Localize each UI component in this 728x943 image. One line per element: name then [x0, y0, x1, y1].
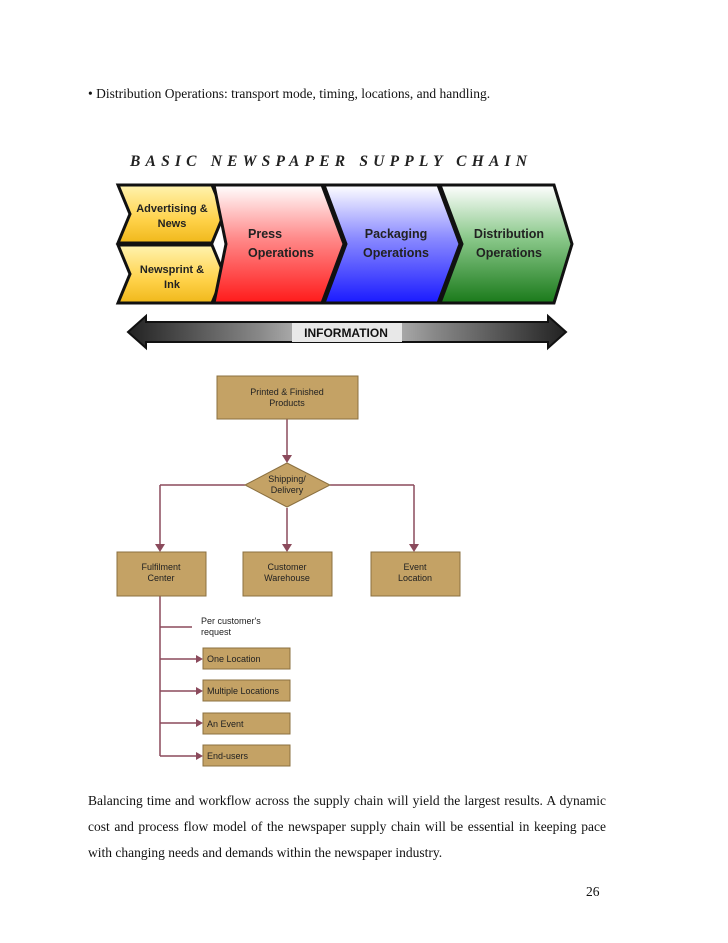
- supply-chain-title: BASIC NEWSPAPER SUPPLY CHAIN: [129, 153, 532, 170]
- shipping-delivery-diamond: [243, 462, 332, 508]
- decision-line1: Shipping/: [268, 474, 306, 484]
- stage-packaging-line1: Packaging: [365, 227, 428, 241]
- decision-line2: Delivery: [271, 485, 304, 495]
- option-3-label: An Event: [207, 719, 244, 729]
- input-1-line2: News: [158, 218, 187, 230]
- intro-bullet: • Distribution Operations: transport mod…: [88, 86, 491, 101]
- option-multiple-locations-box: [202, 679, 291, 702]
- press-operations-chevron: [212, 183, 346, 305]
- page-number: 26: [586, 884, 600, 899]
- dest-1-line1: Fulfilment: [141, 562, 181, 572]
- option-4-label: End-users: [207, 751, 249, 761]
- option-one-location-box: [202, 647, 291, 670]
- dest-1-line2: Center: [147, 573, 174, 583]
- option-2-label: Multiple Locations: [207, 686, 280, 696]
- option-an-event-box: [202, 712, 291, 735]
- input-2-line2: Ink: [164, 279, 181, 291]
- flowchart-arrowheads: [155, 455, 419, 760]
- distribution-operations-chevron: [437, 183, 574, 305]
- stage-packaging-line2: Operations: [363, 246, 429, 260]
- customer-warehouse-box: [242, 551, 333, 597]
- packaging-operations-chevron: [321, 183, 462, 305]
- flowchart-connectors: [159, 419, 415, 757]
- closing-paragraph: Balancing time and workflow across the s…: [88, 793, 606, 860]
- fulfilment-center-box: [116, 551, 207, 597]
- input-2-line1: Newsprint &: [140, 264, 204, 276]
- dest-3-line2: Location: [398, 573, 432, 583]
- event-location-box: [370, 551, 461, 597]
- information-label: INFORMATION: [304, 326, 388, 340]
- information-label-bg: [292, 323, 402, 342]
- dest-3-line1: Event: [403, 562, 427, 572]
- note-line2: request: [201, 627, 232, 637]
- stage-press-line2: Operations: [248, 246, 314, 260]
- stage-press-line1: Press: [248, 227, 282, 241]
- input-newsprint-ink-chevron: [115, 243, 226, 305]
- input-advertising-news-chevron: [115, 183, 226, 245]
- top-box-line1: Printed & Finished: [250, 387, 324, 397]
- top-box-line2: Products: [269, 398, 305, 408]
- option-end-users-box: [202, 744, 291, 767]
- printed-finished-products-box: [216, 375, 359, 420]
- stage-distribution-line2: Operations: [476, 246, 542, 260]
- dest-2-line2: Warehouse: [264, 573, 310, 583]
- dest-2-line1: Customer: [267, 562, 306, 572]
- note-line1: Per customer's: [201, 616, 261, 626]
- option-1-label: One Location: [207, 654, 261, 664]
- input-1-line1: Advertising &: [136, 203, 208, 215]
- stage-distribution-line1: Distribution: [474, 227, 544, 241]
